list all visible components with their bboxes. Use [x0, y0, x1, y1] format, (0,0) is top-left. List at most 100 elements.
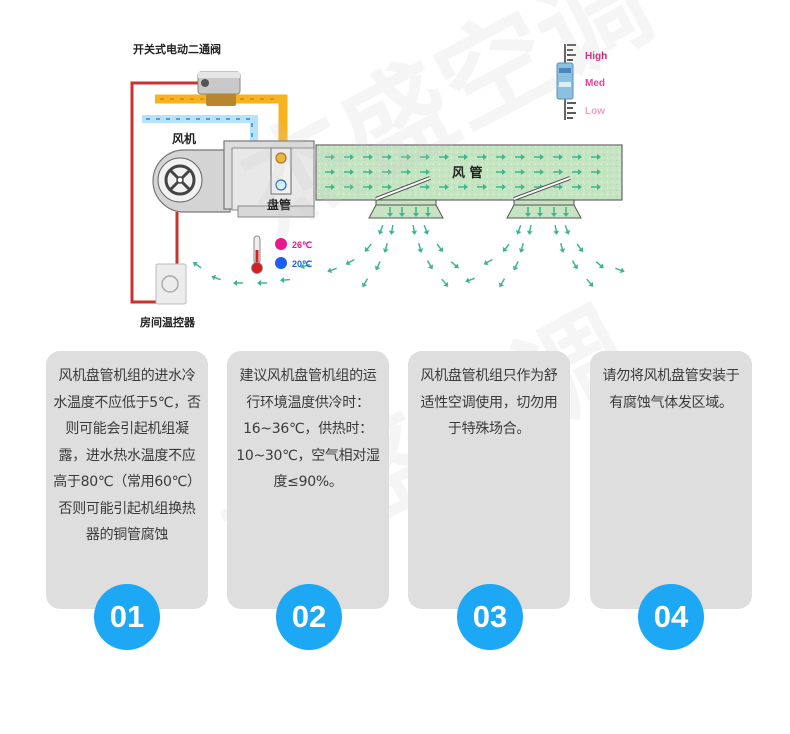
room-airflow-arrow [595, 261, 604, 269]
room-airflow-arrow [615, 267, 625, 274]
info-card-1: 风机盘管机组的进水冷水温度不应低于5℃，否则可能会引起机组凝露，进水热水温度不应… [46, 351, 208, 609]
duct-airflow-arrow [439, 184, 449, 190]
room-airflow-arrow [417, 242, 424, 253]
duct-airflow-arrow [496, 184, 506, 190]
cold-temp-dot [275, 257, 287, 269]
room-airflow-arrow [465, 277, 475, 284]
air-diffuser-right [506, 176, 582, 219]
info-card-4: 请勿将风机盘管安装于有腐蚀气体发区域。 [590, 351, 752, 609]
card-number-badge-4: 04 [638, 584, 704, 650]
diffuser-airflow-arrow [563, 207, 569, 217]
room-airflow-arrow [361, 278, 369, 288]
room-airflow-arrow [571, 260, 579, 270]
duct-airflow-arrow [591, 169, 601, 175]
room-airflow-arrow [576, 243, 584, 253]
room-airflow-arrow [257, 280, 267, 286]
hot-temp-dot [275, 238, 287, 250]
diffuser-airflow-arrow [413, 207, 419, 217]
air-diffuser-left [368, 176, 444, 219]
duct-airflow-arrow [477, 184, 487, 190]
duct-airflow-arrow [325, 154, 335, 160]
fan-speed-switch [556, 44, 576, 120]
diffuser-airflow-arrow [551, 207, 557, 217]
card-number-badge-3: 03 [457, 584, 523, 650]
card-text: 请勿将风机盘管安装于有腐蚀气体发区域。 [602, 368, 740, 411]
fan-icon [152, 149, 231, 213]
room-airflow-arrow [423, 225, 430, 235]
hot-water-pipe [155, 94, 288, 150]
card-text: 风机盘管机组只作为舒适性空调使用，切勿用于特殊场合。 [420, 368, 558, 437]
room-airflow-arrow [518, 242, 525, 253]
duct-airflow-arrow [344, 184, 354, 190]
duct-airflow-arrow [382, 184, 392, 190]
fan-label: 风机 [172, 131, 196, 146]
room-airflow-arrow [411, 224, 418, 235]
fan-coil-diagram: 开关式电动二通阀 风机 盘管 [130, 42, 625, 329]
cold-temp-label: 20℃ [292, 259, 312, 269]
room-airflow-arrow [426, 260, 434, 270]
room-airflow-arrow [364, 243, 372, 252]
duct-airflow-arrow [401, 154, 411, 160]
room-airflow-arrow [211, 274, 221, 281]
room-airflow-arrow [382, 242, 389, 253]
duct-airflow-arrow [325, 184, 335, 190]
room-airflow-arrow [300, 263, 311, 270]
room-airflow-arrow [553, 224, 560, 235]
duct-airflow-arrow [553, 154, 563, 160]
room-airflow-arrow [436, 243, 444, 253]
duct-airflow-arrow [572, 184, 582, 190]
room-airflow-arrow [388, 224, 395, 235]
hot-temp-label: 26℃ [292, 240, 312, 250]
duct-airflow-arrow [344, 154, 354, 160]
duct-airflow-arrow [420, 169, 430, 175]
room-airflow-arrow [483, 258, 493, 266]
duct-airflow-arrow [458, 184, 468, 190]
valve-label: 开关式电动二通阀 [133, 42, 221, 56]
duct-airflow-arrow [325, 169, 335, 175]
duct-label: 风 管 [452, 165, 483, 181]
duct-airflow-arrow [553, 184, 563, 190]
diffuser-airflow-arrow [425, 207, 431, 217]
card-text: 风机盘管机组的进水冷水温度不应低于5℃，否则可能会引起机组凝露，进水热水温度不应… [53, 368, 201, 543]
duct-airflow-arrow [572, 154, 582, 160]
thermostat-label: 房间温控器 [140, 315, 196, 329]
duct-airflow-arrow [496, 154, 506, 160]
electric-valve-icon [197, 71, 241, 106]
diffuser-airflow-arrow [537, 207, 543, 217]
speed-med-label: Med [585, 78, 605, 89]
coil-label: 盘管 [267, 197, 291, 212]
room-airflow-arrow [192, 261, 202, 269]
duct-airflow-arrow [420, 154, 430, 160]
diffuser-airflow-arrow [399, 207, 405, 217]
speed-high-label: High [585, 51, 607, 62]
room-airflow-arrow [233, 280, 243, 286]
room-airflow-arrow [498, 278, 506, 288]
room-airflow-arrow [280, 277, 291, 284]
airflow-arrows [192, 207, 625, 288]
duct-airflow-arrow [553, 169, 563, 175]
duct-airflow-arrow [363, 169, 373, 175]
room-thermostat-icon [155, 263, 187, 305]
room-airflow-arrow [450, 261, 459, 269]
room-airflow-arrow [564, 225, 571, 235]
info-card-3: 风机盘管机组只作为舒适性空调使用，切勿用于特殊场合。 [408, 351, 570, 609]
duct-airflow-arrow [591, 154, 601, 160]
duct-airflow-arrow [420, 184, 430, 190]
room-airflow-arrow [559, 242, 566, 253]
duct-airflow-arrow [572, 169, 582, 175]
info-card-2: 建议风机盘管机组的运行环境温度供冷时：16~36℃，供热时：10~30℃，空气相… [227, 351, 389, 609]
room-airflow-arrow [515, 225, 522, 235]
duct-airflow-arrow [496, 169, 506, 175]
room-airflow-arrow [512, 261, 519, 271]
duct-airflow-arrow [458, 154, 468, 160]
room-airflow-arrow [345, 258, 355, 266]
duct-airflow-arrow [382, 154, 392, 160]
air-duct [315, 144, 623, 201]
duct-airflow-arrow [515, 169, 525, 175]
duct-airflow-arrow [534, 154, 544, 160]
duct-airflow-arrow [382, 169, 392, 175]
duct-airflow-arrow [591, 184, 601, 190]
duct-airflow-arrow [534, 169, 544, 175]
room-airflow-arrow [526, 224, 533, 235]
diffuser-airflow-arrow [387, 207, 393, 217]
